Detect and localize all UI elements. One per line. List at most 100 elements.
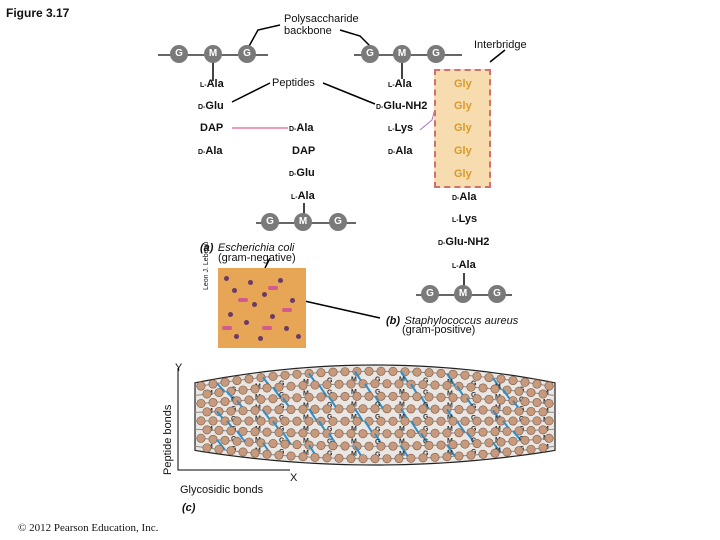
- sugar-bead: [496, 395, 506, 405]
- m-node: M: [393, 45, 411, 63]
- peptide-bond: [512, 430, 522, 442]
- sugar-bead: [418, 453, 428, 463]
- residue-gly: Gly: [454, 145, 472, 157]
- caption-b: (b) Staphylococcus aureus: [386, 311, 518, 329]
- sugar-bead: [538, 407, 548, 417]
- copyright: © 2012 Pearson Education, Inc.: [18, 522, 159, 534]
- sugar-bead: [268, 394, 278, 404]
- m-node: M: [204, 45, 222, 63]
- sugar-bead: [322, 453, 332, 463]
- sugar-bead: [220, 416, 230, 426]
- residue-d-glu-nh2: D-Glu-NH2: [376, 100, 428, 112]
- g-sugar-label: G: [327, 438, 333, 445]
- interbridge-label: Interbridge: [474, 39, 527, 51]
- sugar-bead: [520, 397, 530, 407]
- peptide-bond: [216, 439, 226, 451]
- axis-x-label: X: [290, 472, 298, 484]
- peptide-bond: [446, 373, 456, 387]
- residue-d-glu: D-Glu: [289, 167, 315, 179]
- peptide-bond: [216, 382, 226, 393]
- m-sugar-label: M: [303, 438, 309, 445]
- sugar-bead: [388, 366, 398, 376]
- m-sugar-label: M: [351, 451, 357, 458]
- sugar-bead: [346, 404, 356, 414]
- sugar-bead: [436, 416, 446, 426]
- sugar-bead: [364, 391, 374, 401]
- g-node: G: [238, 45, 256, 63]
- sugar-bead: [322, 380, 332, 390]
- polysaccharide-line1: Polysaccharide: [284, 13, 359, 25]
- sugar-bead: [208, 434, 218, 444]
- sugar-bead: [328, 441, 338, 451]
- g-sugar-label: G: [423, 426, 429, 433]
- sugar-bead: [310, 380, 320, 390]
- sugar-bead: [292, 393, 302, 403]
- sugar-bead: [502, 447, 512, 457]
- peptide-bond: [456, 420, 466, 434]
- sugar-bead: [250, 405, 260, 415]
- peptide-bond: [492, 441, 502, 454]
- sugar-bead: [472, 394, 482, 404]
- g-node: G: [488, 285, 506, 303]
- sugar-bead: [544, 398, 554, 408]
- sugar-bead: [484, 373, 494, 383]
- m-sugar-label: M: [399, 426, 405, 433]
- sugar-bead: [490, 384, 500, 394]
- peptides-label: Peptides: [272, 77, 315, 89]
- sugar-bead: [490, 427, 500, 437]
- m-sugar-label: M: [351, 401, 357, 408]
- sugar-bead: [280, 439, 290, 449]
- sugar-bead: [328, 416, 338, 426]
- sugar-bead: [520, 377, 530, 387]
- sugar-bead: [232, 376, 242, 386]
- residue-dap: DAP: [292, 145, 316, 157]
- sugar-bead: [220, 397, 230, 407]
- sugar-bead: [424, 416, 434, 426]
- sugar-bead: [274, 427, 284, 437]
- sugar-bead: [220, 377, 230, 387]
- sugar-bead: [334, 379, 344, 389]
- sugar-bead: [430, 428, 440, 438]
- sugar-bead: [298, 452, 308, 462]
- sugar-bead: [298, 428, 308, 438]
- sugar-bead: [526, 425, 536, 435]
- sugar-bead: [484, 416, 494, 426]
- g-sugar-label: G: [423, 451, 429, 458]
- sugar-bead: [322, 428, 332, 438]
- residue-l-ala: L-Ala: [452, 259, 476, 271]
- sugar-bead: [358, 404, 368, 414]
- caption-b-type: (gram-positive): [402, 324, 476, 336]
- g-sugar-label: G: [375, 439, 381, 446]
- sugar-bead: [316, 368, 326, 378]
- sugar-bead: [388, 416, 398, 426]
- leader-backbone-right: [339, 29, 373, 49]
- sugar-bead: [346, 454, 356, 464]
- sugar-bead: [238, 426, 248, 436]
- m-sugar-label: M: [399, 377, 405, 384]
- sugar-bead: [514, 426, 524, 436]
- sugar-bead: [430, 380, 440, 390]
- residue-l-ala: L-Ala: [291, 190, 315, 202]
- sugar-bead: [532, 416, 542, 426]
- sugar-bead: [382, 404, 392, 414]
- residue-d-ala: D-Ala: [198, 145, 223, 157]
- sugar-bead: [238, 406, 248, 416]
- sugar-bead: [322, 404, 332, 414]
- sugar-bead: [202, 389, 212, 399]
- m-sugar-label: M: [351, 439, 357, 446]
- stem-line: [212, 63, 214, 81]
- g-sugar-label: G: [423, 377, 429, 384]
- sugar-bead: [430, 404, 440, 414]
- sugar-bead: [292, 440, 302, 450]
- sugar-bead: [292, 369, 302, 379]
- sugar-bead: [370, 454, 380, 464]
- sugar-bead: [538, 425, 548, 435]
- sugar-bead: [436, 392, 446, 402]
- peptide-bond: [374, 395, 384, 410]
- g-sugar-label: G: [375, 401, 381, 408]
- sugar-bead: [544, 433, 554, 443]
- sugar-bead: [226, 406, 236, 416]
- stem-line: [401, 63, 403, 79]
- g-sugar-label: G: [375, 426, 381, 433]
